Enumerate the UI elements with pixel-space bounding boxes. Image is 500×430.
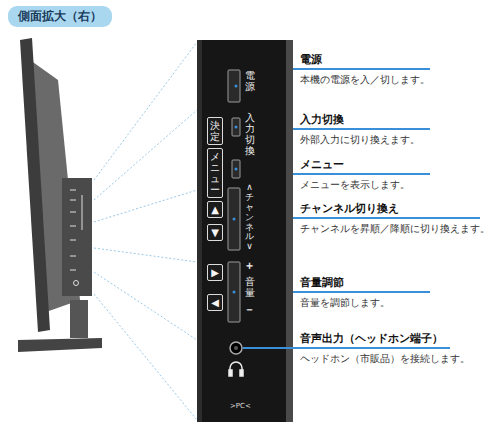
panel-buttons <box>228 70 240 322</box>
button-label: メニュー <box>210 151 220 195</box>
button-label: ▼ <box>210 227 220 238</box>
headphone-jack <box>230 342 242 354</box>
panel-label: ∧チャンネル∨ <box>245 183 254 252</box>
panel-label: 電源 <box>245 70 255 92</box>
panel-button: 決定 <box>207 117 223 145</box>
tv-stand-neck <box>70 300 88 338</box>
callout-heading: 音量調節 <box>300 275 344 290</box>
callout-heading: 音声出力（ヘッドホン端子） <box>300 331 443 346</box>
callout-heading: チャンネル切り換え <box>300 201 399 216</box>
panel-button: ▲ <box>207 201 223 218</box>
tv-stand-base <box>18 338 102 352</box>
button-label: ▲ <box>210 204 220 215</box>
panel-button: ▼ <box>207 224 223 241</box>
panel-button: メニュー <box>207 148 223 198</box>
side-panel <box>197 40 293 422</box>
panel-bevel <box>286 40 293 422</box>
tv-side-buttons <box>70 190 82 270</box>
tv-screen-edge <box>20 38 50 332</box>
callout-heading: 電源 <box>300 52 322 67</box>
panel-label: 入力切換 <box>245 112 255 156</box>
panel-left-strip <box>197 40 202 422</box>
tv-side-jack <box>74 281 79 286</box>
callout-text: 本機の電源を入／切します。 <box>300 73 430 87</box>
panel-button: ▶ <box>207 264 223 281</box>
callout-text: 外部入力に切り換えます。 <box>300 133 420 147</box>
headphone-icon <box>229 362 243 376</box>
panel-button: ◀ <box>207 294 223 311</box>
callout-lines <box>243 69 480 348</box>
callout-text: メニューを表示します。 <box>300 178 410 192</box>
callout-text: ヘッドホン（市販品）を接続します。 <box>300 352 470 366</box>
callout-text: チャンネルを昇順／降順に切り換えます。 <box>300 222 490 236</box>
callout-dots <box>233 85 238 294</box>
zoom-lines <box>94 42 197 420</box>
button-label: 決定 <box>210 120 220 142</box>
tv-side-panel <box>62 178 92 296</box>
button-label: ◀ <box>210 297 220 308</box>
panel-symbol: ＋ <box>244 258 255 273</box>
panel-label: >PC< <box>230 402 251 410</box>
callout-heading: メニュー <box>300 157 344 172</box>
callout-text: 音量を調節します。 <box>300 296 390 310</box>
title-badge: 側面拡大（右） <box>8 6 112 27</box>
jack-hole <box>234 346 238 350</box>
panel-label: 音量 <box>245 276 255 298</box>
callout-heading: 入力切換 <box>300 112 344 127</box>
button-label: ▶ <box>210 267 220 278</box>
panel-symbol: － <box>244 302 255 317</box>
